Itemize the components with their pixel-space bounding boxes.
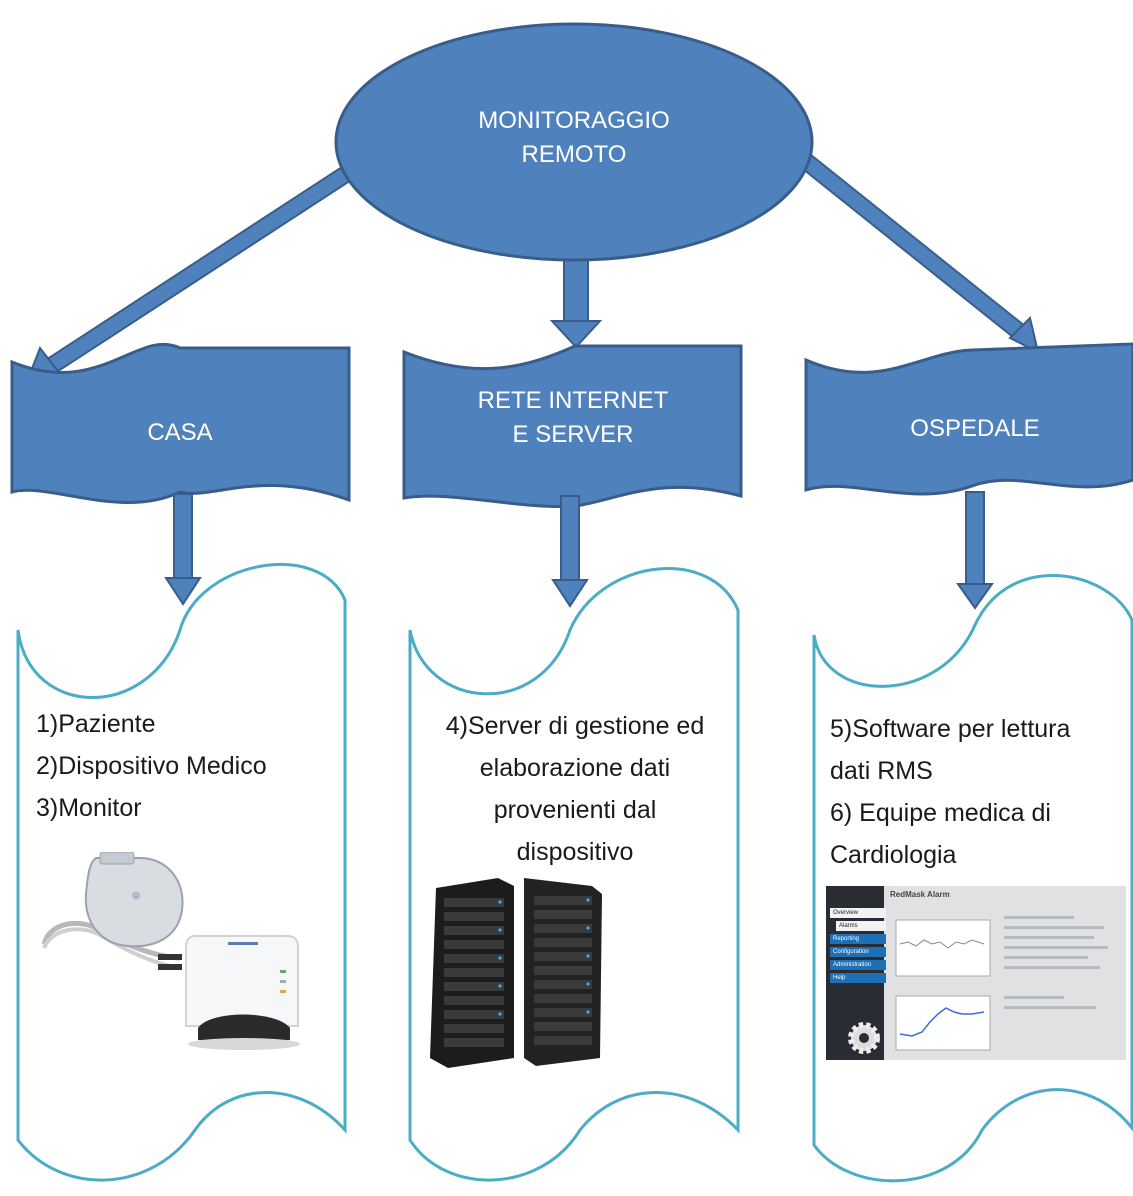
list-item: Cardiologia <box>830 841 957 869</box>
category-label-casa: CASA <box>147 419 213 446</box>
banner-ospedale <box>804 342 1133 496</box>
screen-menu: Overview Alarms Reporting Configuration … <box>830 908 886 983</box>
box-casa-outline <box>16 562 347 1182</box>
list-item: 4)Server di gestione ed <box>445 712 705 740</box>
arrow-to-ospedale <box>796 150 1040 354</box>
root-label: MONITORAGGIO REMOTO <box>478 107 670 168</box>
screen-graphs <box>895 916 1108 1051</box>
pacemaker-image: ◎ <box>41 852 184 970</box>
screen-menu-item: Alarms <box>836 921 886 931</box>
list-item: 1)Paziente <box>36 710 156 738</box>
category-label-ospedale: OSPEDALE <box>910 415 1040 442</box>
screen-menu-item: Configuration <box>830 947 886 957</box>
arrow-rete-down <box>551 495 589 608</box>
box-ospedale-text: 5)Software per lettura dati RMS 6) Equip… <box>830 708 1070 876</box>
home-monitor-image <box>185 935 300 1050</box>
screen-window-title: RedMask Alarm <box>890 890 950 899</box>
banner-rete <box>402 344 743 509</box>
box-rete-text: 4)Server di gestione ed elaborazione dat… <box>420 705 730 873</box>
list-item: 3)Monitor <box>36 794 142 822</box>
screen-menu-item: Overview <box>830 908 886 918</box>
arrow-casa-down <box>164 493 202 606</box>
banner-casa <box>10 342 351 504</box>
root-ellipse <box>334 22 814 262</box>
list-item: 6) Equipe medica di <box>830 799 1051 827</box>
list-item: 2)Dispositivo Medico <box>36 752 267 780</box>
box-ospedale-outline <box>812 574 1133 1183</box>
list-item: provenienti dal <box>493 796 657 824</box>
list-item: elaborazione dati <box>479 754 671 782</box>
screen-menu-item: Help <box>830 973 886 983</box>
box-casa-text: 1)Paziente 2)Dispositivo Medico 3)Monito… <box>36 703 267 829</box>
svg-text:◎: ◎ <box>132 890 140 900</box>
gear-icon <box>848 1022 880 1054</box>
screen-menu-item: Reporting <box>830 934 886 944</box>
screen-menu-item: Administration <box>830 960 886 970</box>
software-screenshot: RedMask Alarm Overview Alarms Reporting … <box>826 886 1126 1060</box>
category-label-rete: RETE INTERNET E SERVER <box>477 387 669 448</box>
list-item: 5)Software per lettura <box>830 715 1071 743</box>
box-rete-outline <box>408 567 740 1182</box>
list-item: dispositivo <box>516 838 634 866</box>
list-item: dati RMS <box>830 757 933 785</box>
arrow-ospedale-down <box>956 491 994 610</box>
arrow-to-rete <box>549 254 603 349</box>
server-rack-image <box>430 878 602 1068</box>
